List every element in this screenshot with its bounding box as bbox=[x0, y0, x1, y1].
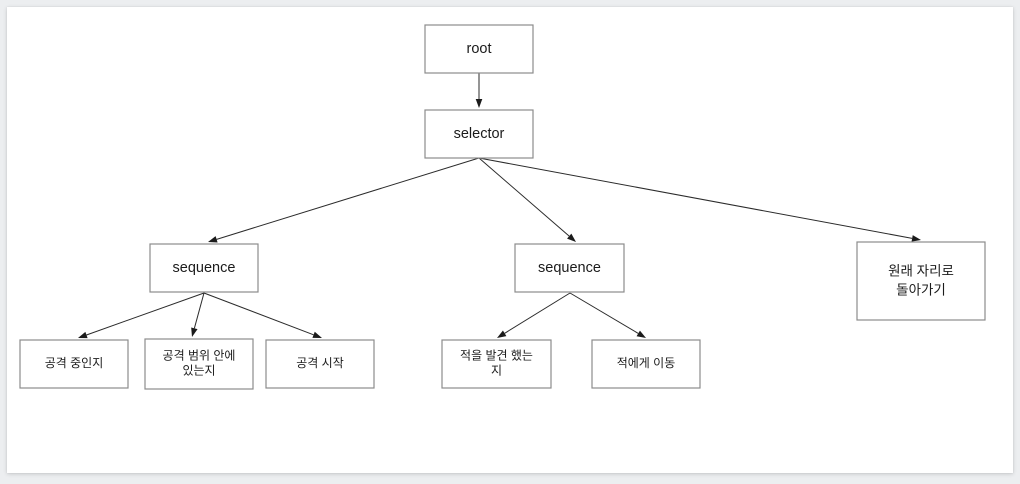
node-selector[interactable]: selector bbox=[424, 109, 534, 159]
node-label-seq-mid: sequence bbox=[538, 260, 601, 276]
node-label-leaf-1: 공격 중인지 bbox=[45, 356, 104, 370]
edge-selector-return bbox=[478, 157, 921, 242]
node-leaf-1[interactable]: 공격 중인지 bbox=[19, 339, 129, 389]
node-root[interactable]: root bbox=[424, 24, 534, 74]
edge-seqleft-leaf3 bbox=[203, 292, 322, 338]
node-leaf-5[interactable]: 적에게 이동 bbox=[591, 339, 701, 389]
node-label-leaf-5: 적에게 이동 bbox=[617, 356, 676, 370]
edges-layer bbox=[78, 73, 921, 339]
edge-root-selector bbox=[475, 73, 483, 108]
edge-selector-seqleft bbox=[208, 157, 480, 243]
node-leaf-3[interactable]: 공격 시작 bbox=[265, 339, 375, 389]
edge-seqleft-leaf1 bbox=[78, 292, 205, 339]
edge-selector-seqmid bbox=[478, 157, 576, 242]
node-label-root: root bbox=[467, 41, 492, 57]
diagram-canvas bbox=[7, 7, 1013, 473]
edge-seqleft-leaf2 bbox=[191, 292, 205, 337]
node-label-leaf-3: 공격 시작 bbox=[296, 356, 344, 370]
node-seq-left[interactable]: sequence bbox=[149, 243, 259, 293]
edge-seqmid-leaf5 bbox=[569, 292, 646, 338]
node-label-seq-left: sequence bbox=[173, 260, 236, 276]
edge-seqmid-leaf4 bbox=[497, 292, 571, 338]
node-seq-mid[interactable]: sequence bbox=[514, 243, 625, 293]
node-label-selector: selector bbox=[454, 126, 505, 142]
